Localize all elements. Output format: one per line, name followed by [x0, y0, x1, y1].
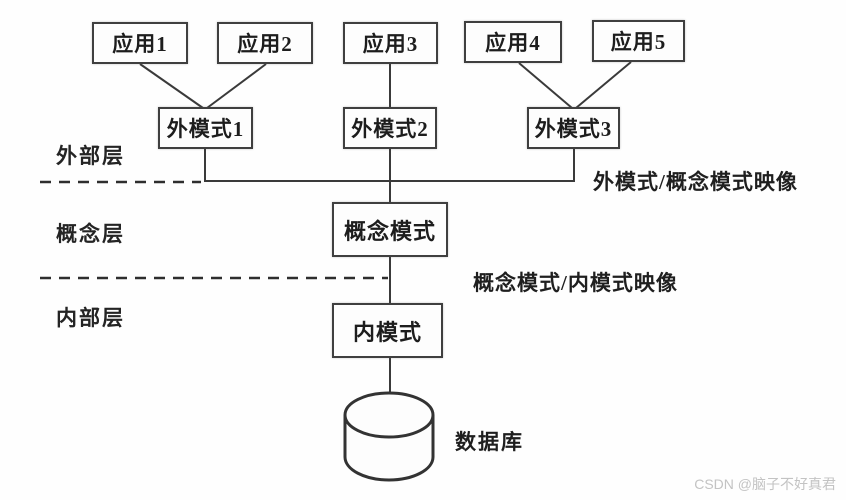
application-box-5: 应用5: [592, 20, 685, 62]
layer-label-internal: 内部层: [56, 306, 125, 330]
external-schema-box-2: 外模式2: [343, 107, 437, 149]
mapping-label-external-conceptual: 外模式/概念模式映像: [593, 170, 798, 194]
application-label-3: 应用3: [362, 32, 419, 56]
connector-app4-ext3: [518, 62, 573, 109]
external-schema-label-2: 外模式2: [351, 117, 429, 141]
application-box-1: 应用1: [92, 22, 188, 64]
application-box-2: 应用2: [217, 22, 313, 64]
database-cylinder-icon: [343, 391, 435, 482]
external-schema-box-1: 外模式1: [158, 107, 253, 149]
application-label-2: 应用2: [237, 32, 293, 56]
connector-app5-ext3: [575, 61, 632, 109]
external-schema-label-1: 外模式1: [166, 117, 245, 141]
internal-schema-label: 内模式: [352, 319, 422, 345]
watermark-text: CSDN @脑子不好真君: [694, 476, 836, 492]
conceptual-schema-label: 概念模式: [343, 218, 436, 244]
external-schema-box-3: 外模式3: [527, 107, 620, 149]
layer-label-conceptual: 概念层: [56, 222, 125, 246]
mapping-label-conceptual-internal: 概念模式/内模式映像: [473, 271, 678, 295]
database-cylinder-top: [343, 391, 435, 439]
connector-app2-ext1: [206, 63, 267, 109]
internal-schema-box: 内模式: [332, 303, 443, 358]
external-schema-label-3: 外模式3: [534, 117, 613, 141]
application-box-4: 应用4: [464, 21, 562, 63]
connector-app1-ext1: [139, 63, 204, 109]
application-label-1: 应用1: [112, 32, 168, 56]
database-label: 数据库: [455, 430, 524, 454]
application-label-4: 应用4: [485, 31, 541, 55]
application-box-3: 应用3: [343, 22, 438, 64]
conceptual-schema-box: 概念模式: [332, 202, 448, 257]
layer-label-external: 外部层: [56, 144, 125, 168]
application-label-5: 应用5: [610, 30, 667, 54]
